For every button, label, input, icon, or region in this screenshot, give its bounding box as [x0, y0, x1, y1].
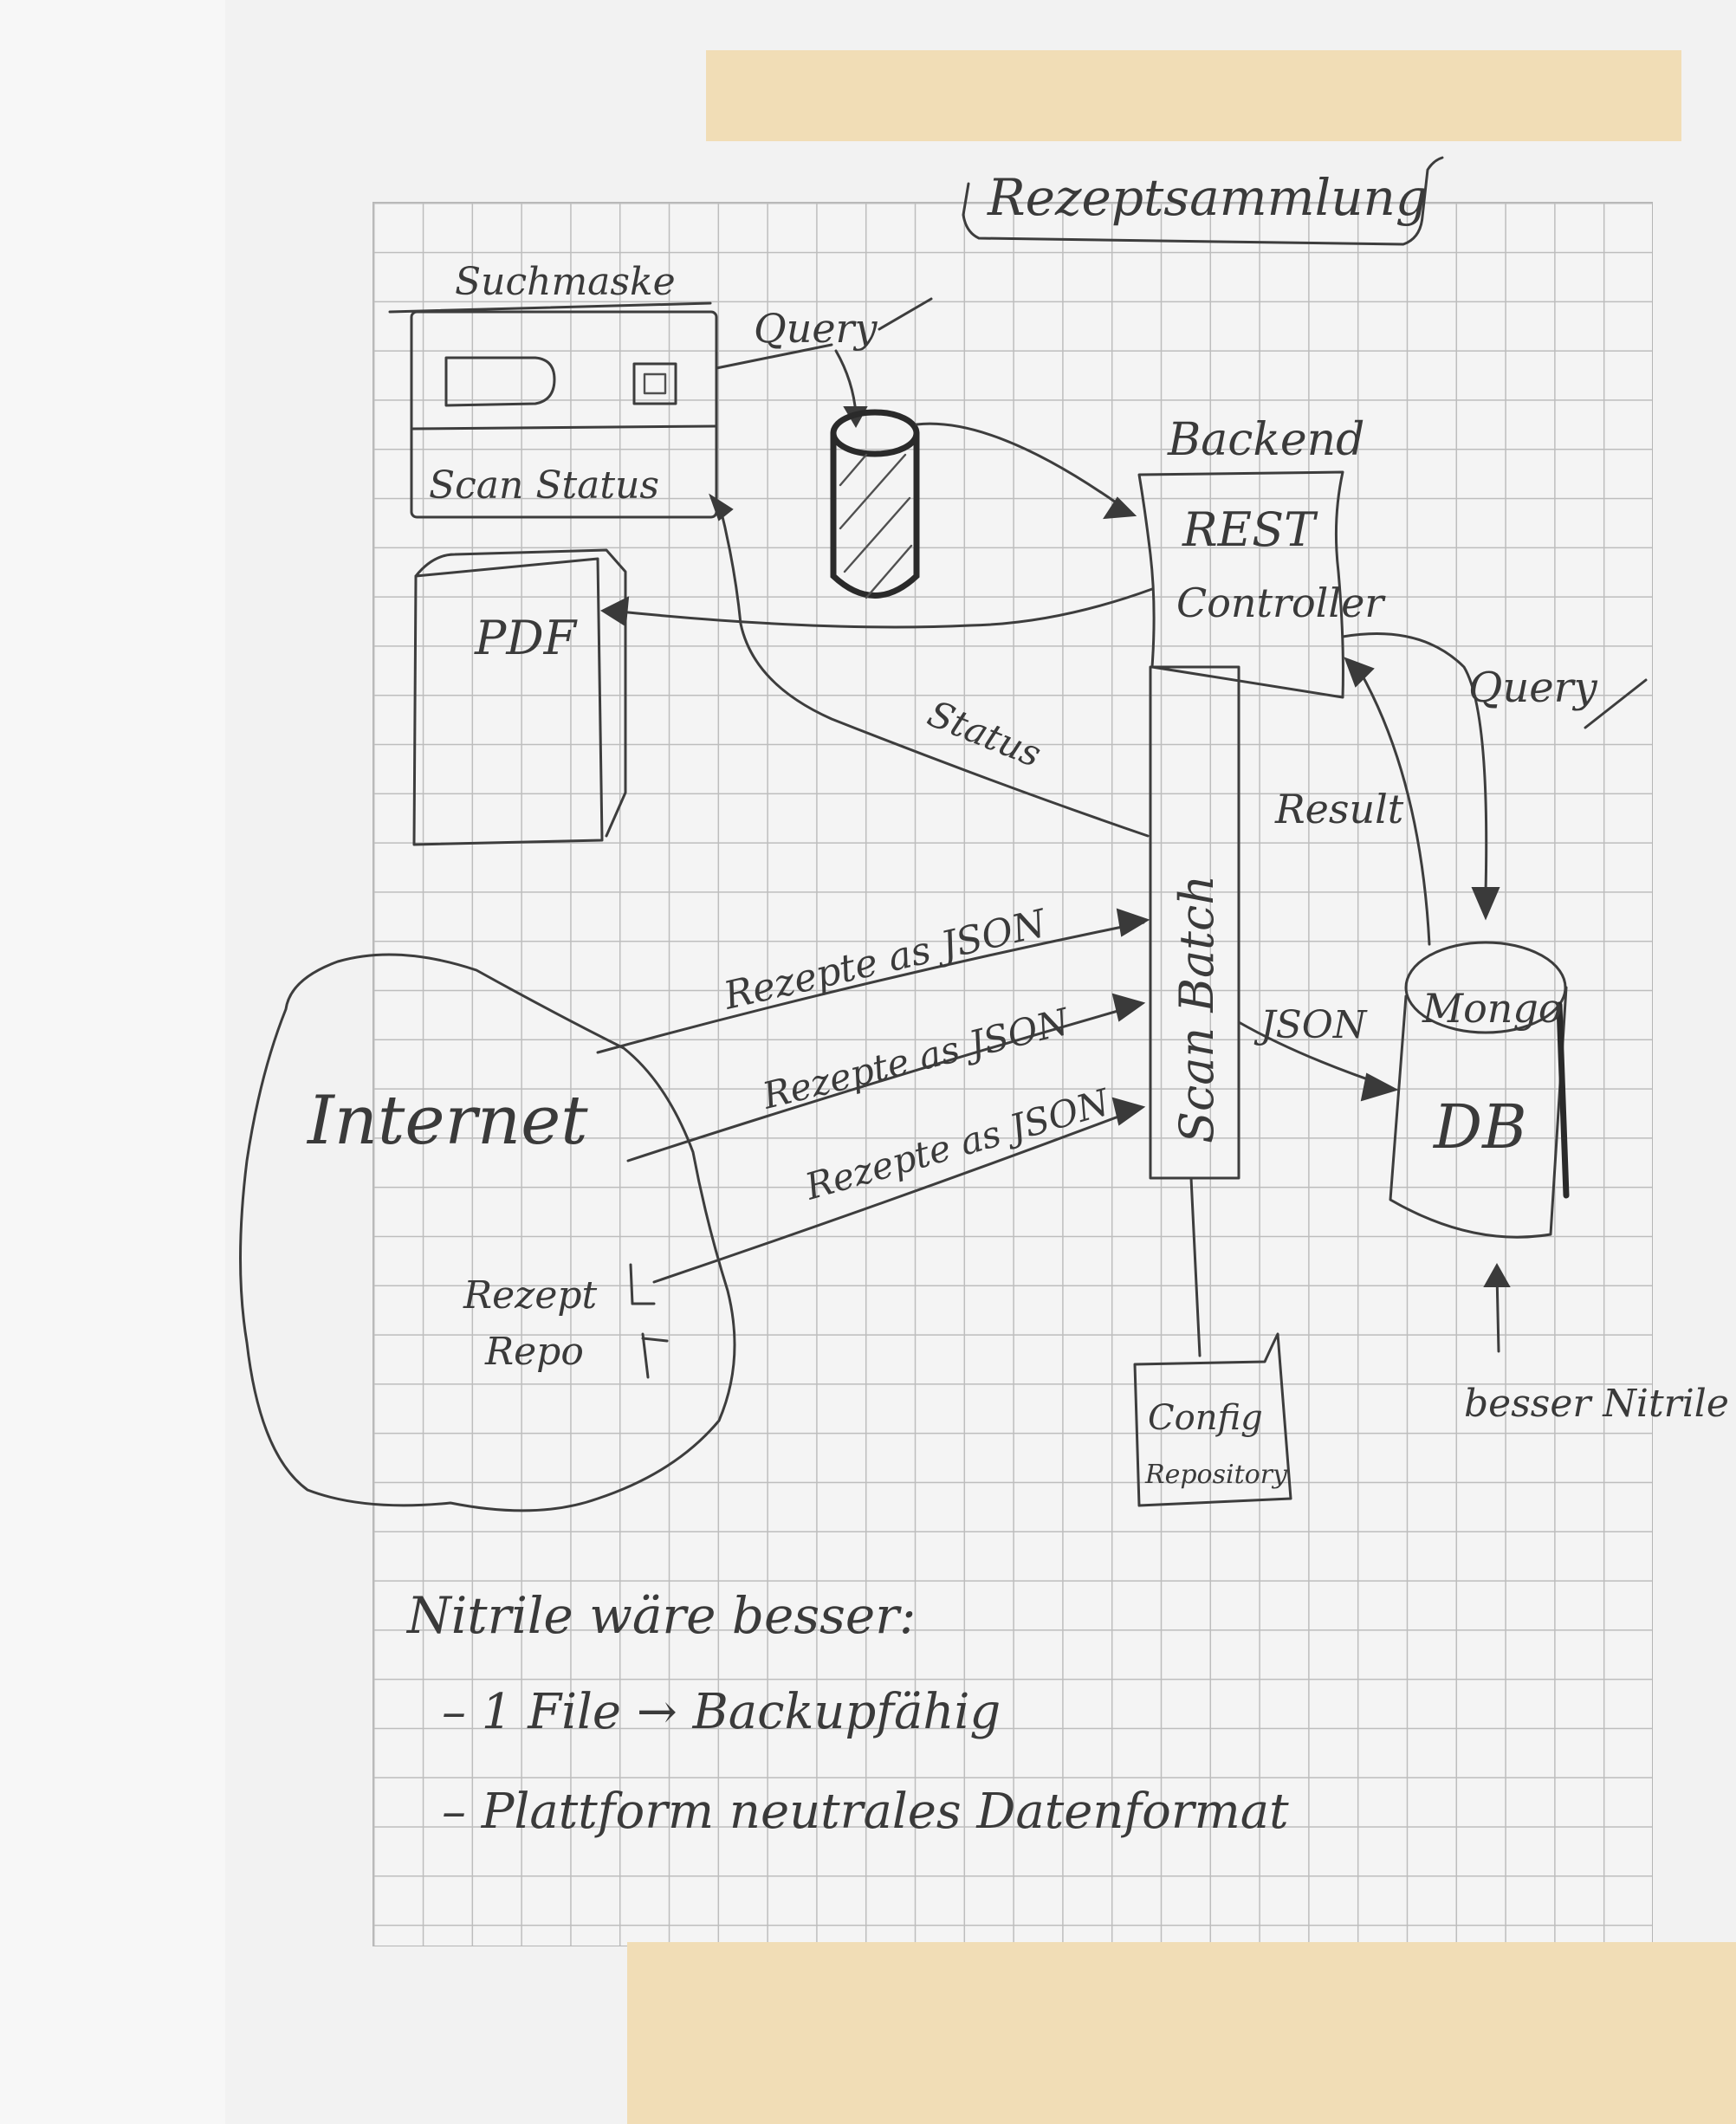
scan-batch-box: [1149, 665, 1240, 1180]
side-note-arrow-head: [1483, 1262, 1511, 1287]
config-line1: Config: [1148, 1398, 1263, 1438]
query-top-label: Query: [754, 305, 878, 352]
json-arrow-3: [652, 1107, 1141, 1284]
redaction-block-bottom: [627, 1942, 1736, 2124]
json-arrow-2-head: [1111, 993, 1146, 1022]
pipe-to-backend-line: [915, 422, 1132, 515]
notes-group: Nitrile wäre besser: – 1 File → Backupfä…: [405, 1586, 1289, 1840]
json-edges-group: Rezepte as JSON Rezepte as JSON Rezepte …: [596, 901, 1399, 1284]
json-db-arrow-head: [1360, 1072, 1399, 1102]
json-label-3: Rezepte as JSON: [800, 1080, 1115, 1208]
notes-item-2: – Plattform neutrales Datenformat: [442, 1784, 1289, 1840]
result-line: [1358, 670, 1431, 946]
json-arrow-1: [596, 921, 1145, 1054]
searchmask-group: Suchmaske Scan Status: [388, 260, 718, 519]
json-label-1: Rezepte as JSON: [719, 901, 1052, 1019]
query-pipe-body: [830, 430, 920, 599]
config-group: Config Repository: [1133, 1332, 1292, 1507]
backend-box: [1137, 470, 1344, 699]
db-body: [1389, 986, 1568, 1239]
config-box: [1133, 1332, 1292, 1507]
notes-heading: Nitrile wäre besser:: [405, 1586, 916, 1645]
status-line: [717, 501, 1150, 838]
json-arrow-1-head: [1116, 908, 1150, 937]
db-main-label: DB: [1432, 1091, 1527, 1162]
query-right-head: [1471, 887, 1500, 921]
searchmask-to-query-line: [715, 343, 833, 370]
search-button-sketch: [632, 362, 677, 405]
query-pipe-hatch: [839, 453, 913, 599]
backend-group: Backend REST Controller: [1137, 414, 1386, 699]
query-arrow-down: [834, 349, 858, 416]
result-arrow-head: [1344, 657, 1375, 688]
query-pipe-top: [830, 409, 920, 457]
scan-batch-to-config-line: [1189, 1176, 1202, 1357]
repo-bracket: [629, 1263, 669, 1379]
diagram-title: Rezeptsammlung: [987, 168, 1428, 227]
controller-to-pdf-line: [609, 587, 1154, 629]
searchmask-divider: [410, 424, 718, 431]
scan-batch-group: Scan Batch: [1149, 665, 1240, 1357]
status-arrow-head: [709, 493, 734, 521]
controller-to-pdf-head: [599, 596, 630, 627]
pdf-label: PDF: [474, 611, 579, 665]
db-shadow: [1556, 1001, 1570, 1199]
query-label-tail: [878, 297, 933, 331]
redaction-block-top: [706, 50, 1681, 141]
status-edge-group: Status: [709, 493, 1150, 838]
scan-status-field: Scan Status: [429, 463, 659, 508]
internet-label: Internet: [306, 1082, 588, 1160]
db-top-label: Mongo: [1422, 985, 1563, 1032]
rezept-repo-line1: Rezept: [463, 1273, 598, 1318]
notes-item-1: – 1 File → Backupfähig: [442, 1684, 1001, 1740]
pdf-group: PDF: [412, 548, 1154, 846]
pipe-to-backend-head: [1103, 496, 1137, 520]
json-label-2: Rezepte as JSON: [758, 1000, 1074, 1117]
config-line2: Repository: [1144, 1460, 1288, 1490]
searchmask-label-underline: [388, 301, 712, 314]
status-label: Status: [922, 692, 1047, 775]
query-right-tail: [1584, 678, 1648, 729]
json-arrow-2: [626, 1003, 1141, 1162]
query-pipe-group: Query: [715, 297, 1137, 599]
query-right-label: Query: [1468, 664, 1598, 712]
search-input-sketch: [444, 356, 556, 407]
json-arrow-3-head: [1111, 1097, 1146, 1126]
internet-group: Internet Rezept Repo: [239, 953, 736, 1512]
internet-cloud: [239, 953, 736, 1512]
backend-label: Backend: [1167, 414, 1364, 466]
result-label: Result: [1274, 786, 1404, 832]
searchmask-label: Suchmaske: [455, 260, 676, 304]
side-note-label: besser Nitrile: [1464, 1382, 1729, 1426]
query-right-line: [1341, 632, 1488, 894]
db-edges-group: Result Query: [1274, 632, 1648, 946]
json-db-label: JSON: [1253, 1003, 1368, 1047]
rezept-repo-line2: Repo: [484, 1330, 584, 1374]
searchmask-box: [410, 310, 718, 519]
pdf-document: [412, 548, 627, 846]
controller-label: Controller: [1176, 580, 1386, 626]
graph-paper-grid: [372, 202, 1653, 1946]
rest-label: REST: [1182, 502, 1318, 557]
search-button-icon: [643, 372, 667, 395]
database-group: Mongo DB besser Nitrile: [1389, 941, 1729, 1426]
title-group: Rezeptsammlung: [962, 156, 1444, 246]
scan-batch-label: Scan Batch: [1169, 875, 1224, 1143]
title-bracket: [962, 156, 1444, 246]
